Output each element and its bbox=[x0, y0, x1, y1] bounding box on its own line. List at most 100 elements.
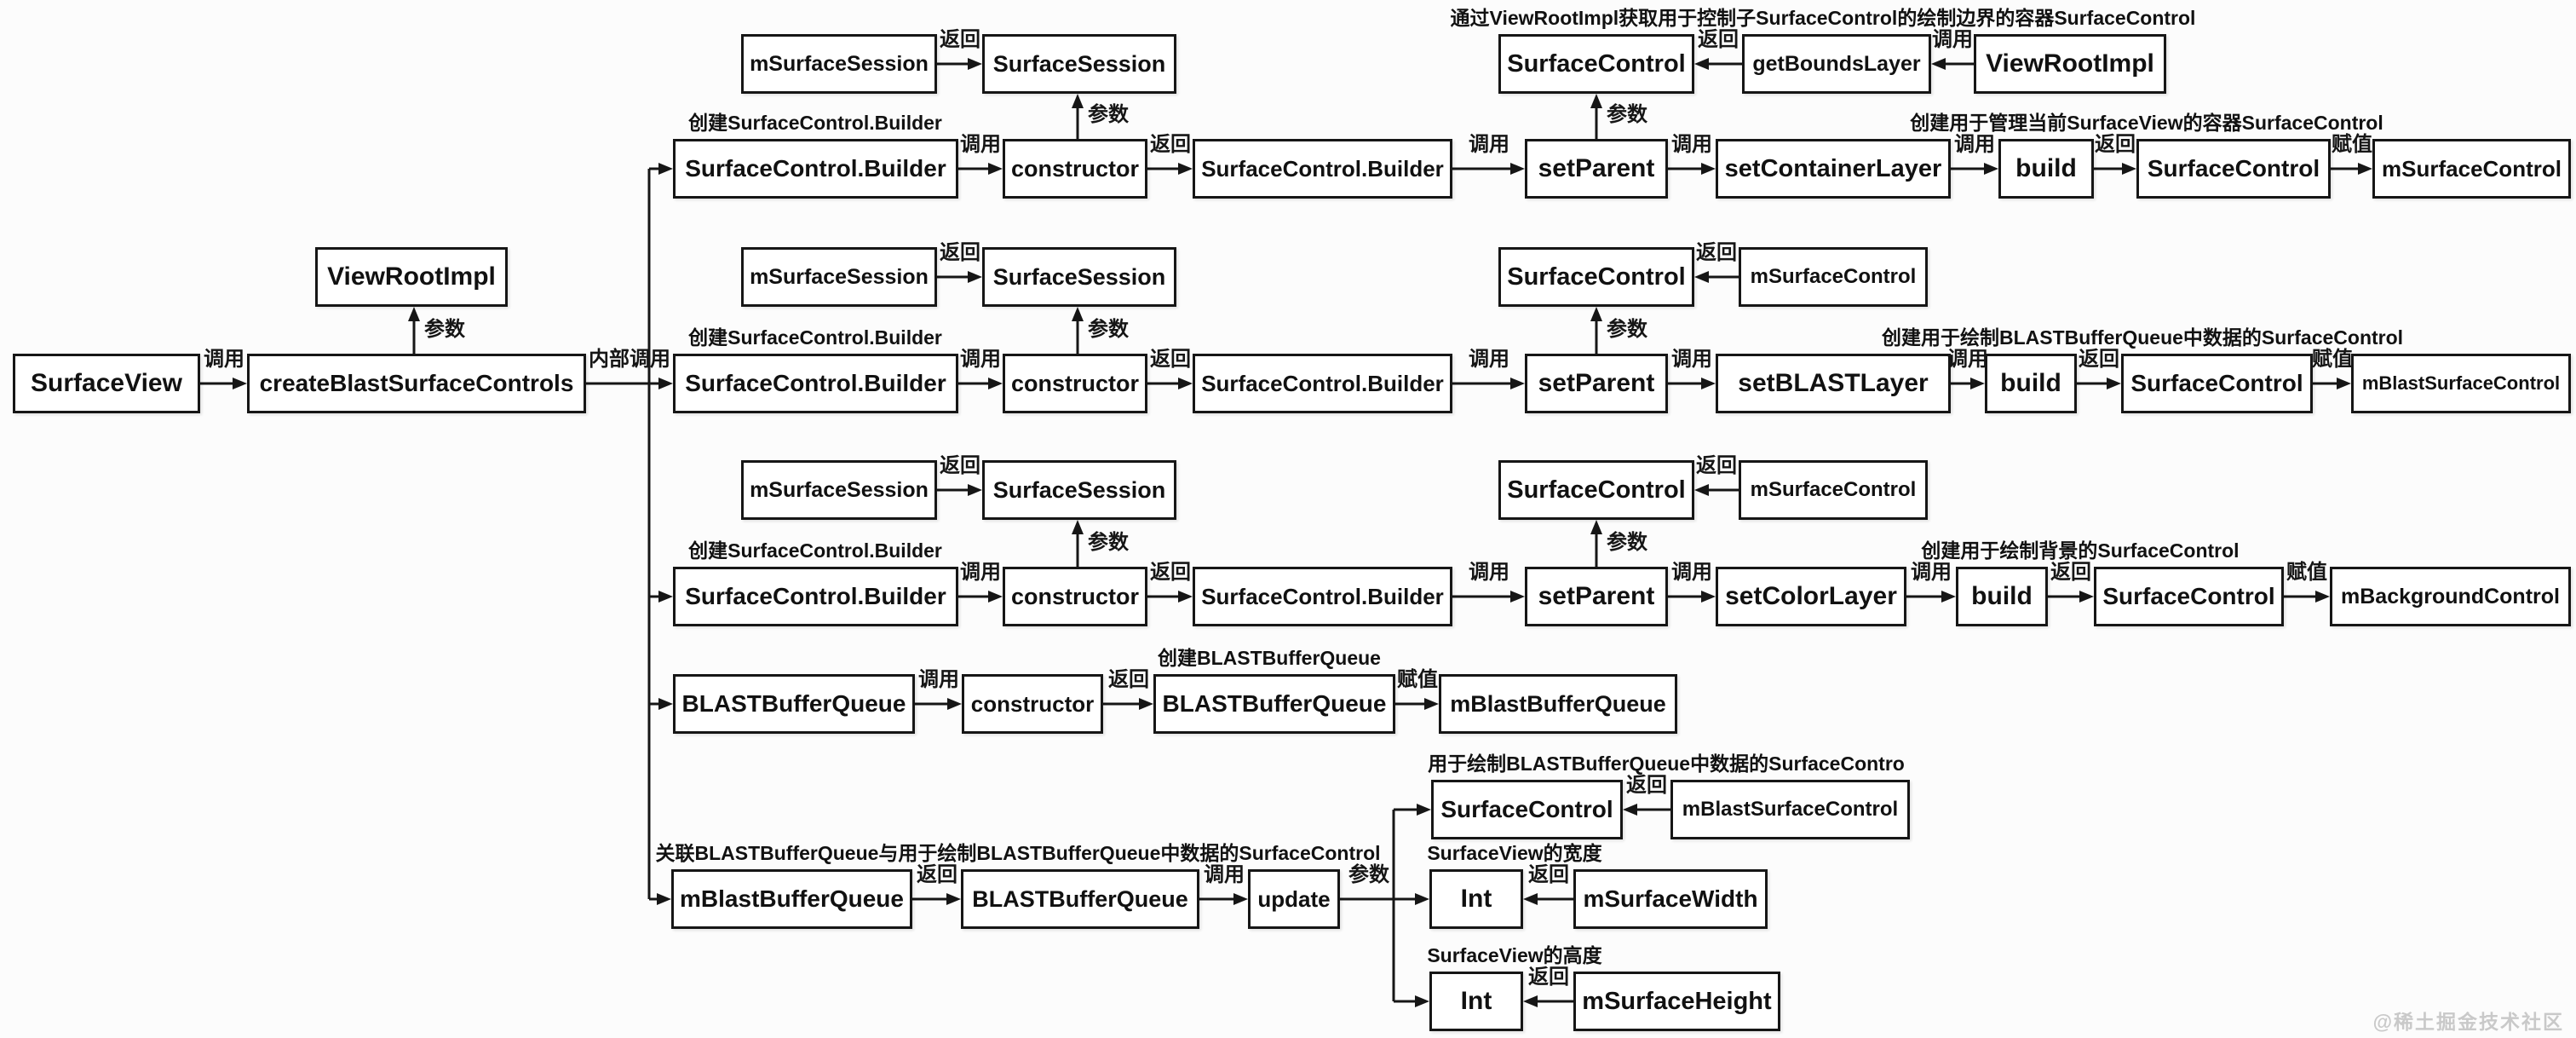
node-label: SurfaceControl bbox=[1507, 476, 1686, 504]
annotation: 创建用于绘制BLASTBufferQueue中数据的SurfaceControl bbox=[1881, 326, 2404, 349]
edge-label: 调用 bbox=[1954, 133, 1995, 156]
node-label: getBoundsLayer bbox=[1752, 51, 1921, 76]
edge-label: 调用 bbox=[1469, 561, 1509, 584]
node-mbbq2: mBlastBufferQueue bbox=[671, 869, 912, 929]
edge-label: 调用 bbox=[1932, 28, 1973, 51]
edge-label: 返回 bbox=[917, 863, 957, 886]
node-setparent2: setParent bbox=[1525, 354, 1668, 413]
edge-label: 返回 bbox=[1150, 348, 1191, 371]
node-label: SurfaceControl.Builder bbox=[1201, 371, 1444, 396]
node-label: build bbox=[1971, 582, 2033, 610]
node-label: Int bbox=[1460, 885, 1492, 913]
node-sc1: SurfaceControl bbox=[2136, 139, 2331, 199]
node-session1: SurfaceSession bbox=[982, 34, 1176, 94]
node-ctor2: constructor bbox=[1003, 354, 1147, 413]
node-label: ViewRootImpl bbox=[327, 262, 496, 291]
edge-label: 返回 bbox=[2095, 133, 2136, 156]
edge-label: 返回 bbox=[940, 241, 980, 264]
annotation: 通过ViewRootImpl获取用于控制子SurfaceControl的绘制边界… bbox=[1450, 7, 2196, 29]
node-label: setBLASTLayer bbox=[1738, 369, 1929, 397]
edge-label: 参数 bbox=[424, 318, 465, 341]
node-label: build bbox=[2015, 154, 2077, 182]
node-label: SurfaceControl bbox=[2130, 370, 2303, 396]
node-surfaceview: SurfaceView bbox=[13, 354, 200, 413]
node-mbg: mBackgroundControl bbox=[2330, 567, 2571, 626]
edge-label: 参数 bbox=[1088, 318, 1129, 341]
annotation: 用于绘制BLASTBufferQueue中数据的SurfaceContro bbox=[1428, 753, 1905, 775]
node-label: SurfaceView bbox=[31, 369, 182, 397]
edge-label: 赋值 bbox=[2286, 561, 2327, 584]
node-scb2a: SurfaceControl.Builder bbox=[673, 354, 958, 413]
node-vri_left: ViewRootImpl bbox=[315, 247, 508, 307]
node-label: build bbox=[2000, 369, 2061, 397]
node-label: mSurfaceSession bbox=[750, 51, 929, 76]
node-ctor1: constructor bbox=[1003, 139, 1147, 199]
node-sc3: SurfaceControl bbox=[2094, 567, 2284, 626]
node-scb1b: SurfaceControl.Builder bbox=[1193, 139, 1452, 199]
node-label: SurfaceControl bbox=[1507, 262, 1686, 291]
node-msession1: mSurfaceSession bbox=[741, 34, 937, 94]
node-label: mSurfaceControl bbox=[1750, 265, 1917, 288]
node-sc4: SurfaceControl bbox=[1431, 780, 1623, 839]
node-getbounds: getBoundsLayer bbox=[1742, 34, 1931, 94]
node-update: update bbox=[1248, 869, 1340, 929]
edge-label: 返回 bbox=[1108, 668, 1149, 691]
edge-label: 调用 bbox=[1671, 133, 1712, 156]
edge-label: 调用 bbox=[960, 561, 1001, 584]
edge-label: 返回 bbox=[1528, 863, 1569, 886]
edge-label: 返回 bbox=[940, 454, 980, 477]
edge-label: 返回 bbox=[2079, 348, 2119, 371]
node-msession2: mSurfaceSession bbox=[741, 247, 937, 307]
edge-label: 参数 bbox=[1607, 531, 1647, 554]
node-label: setColorLayer bbox=[1725, 582, 1897, 610]
edge-label: 返回 bbox=[940, 28, 980, 51]
node-int1: Int bbox=[1429, 869, 1523, 929]
edge-label: 返回 bbox=[1528, 966, 1569, 989]
node-build1: build bbox=[1998, 139, 2094, 199]
node-label: mBlastBufferQueue bbox=[680, 885, 904, 912]
edge-label: 返回 bbox=[1626, 774, 1667, 797]
node-bbq2: BLASTBufferQueue bbox=[1153, 674, 1395, 734]
node-label: mSurfaceControl bbox=[2382, 156, 2562, 182]
node-label: BLASTBufferQueue bbox=[972, 885, 1188, 912]
node-build2: build bbox=[1985, 354, 2077, 413]
node-msc_mid1: mSurfaceControl bbox=[1739, 247, 1928, 307]
edge-label: 调用 bbox=[918, 668, 959, 691]
node-setcolor: setColorLayer bbox=[1716, 567, 1906, 626]
node-scb2b: SurfaceControl.Builder bbox=[1193, 354, 1452, 413]
node-int2: Int bbox=[1429, 972, 1523, 1031]
node-msw: mSurfaceWidth bbox=[1573, 869, 1768, 929]
node-label: setParent bbox=[1538, 582, 1655, 610]
node-label: constructor bbox=[1010, 155, 1140, 182]
node-scb1a: SurfaceControl.Builder bbox=[673, 139, 958, 199]
edge-label: 调用 bbox=[960, 348, 1001, 371]
node-label: SurfaceControl bbox=[1507, 49, 1686, 78]
node-label: mSurfaceSession bbox=[750, 264, 929, 289]
edge-label: 调用 bbox=[1469, 348, 1509, 371]
node-scb3b: SurfaceControl.Builder bbox=[1193, 567, 1452, 626]
node-sc2: SurfaceControl bbox=[2121, 354, 2313, 413]
node-session3: SurfaceSession bbox=[982, 460, 1176, 520]
node-label: Int bbox=[1460, 987, 1492, 1015]
node-label: SurfaceControl bbox=[1440, 796, 1613, 822]
node-label: SurfaceControl.Builder bbox=[685, 370, 946, 396]
annotation: 创建用于管理当前SurfaceView的容器SurfaceControl bbox=[1910, 112, 2383, 134]
annotation: 创建BLASTBufferQueue bbox=[1158, 647, 1381, 669]
node-session2: SurfaceSession bbox=[982, 247, 1176, 307]
edge-label: 调用 bbox=[1911, 561, 1952, 584]
node-ctor3: constructor bbox=[1003, 567, 1147, 626]
annotation: SurfaceView的高度 bbox=[1427, 944, 1602, 966]
edge-label: 调用 bbox=[1671, 561, 1712, 584]
node-label: SurfaceControl.Builder bbox=[685, 583, 946, 609]
edge-label: 返回 bbox=[1698, 28, 1739, 51]
node-label: setContainerLayer bbox=[1724, 154, 1942, 182]
node-label: SurfaceSession bbox=[992, 476, 1166, 503]
node-bbq3: BLASTBufferQueue bbox=[961, 869, 1199, 929]
node-label: constructor bbox=[1010, 370, 1140, 396]
watermark: @稀土掘金技术社区 bbox=[2372, 1011, 2564, 1033]
annotation: 创建SurfaceControl.Builder bbox=[688, 539, 942, 562]
edge-label: 调用 bbox=[1671, 348, 1712, 371]
node-label: mBlastSurfaceControl bbox=[1682, 798, 1899, 821]
